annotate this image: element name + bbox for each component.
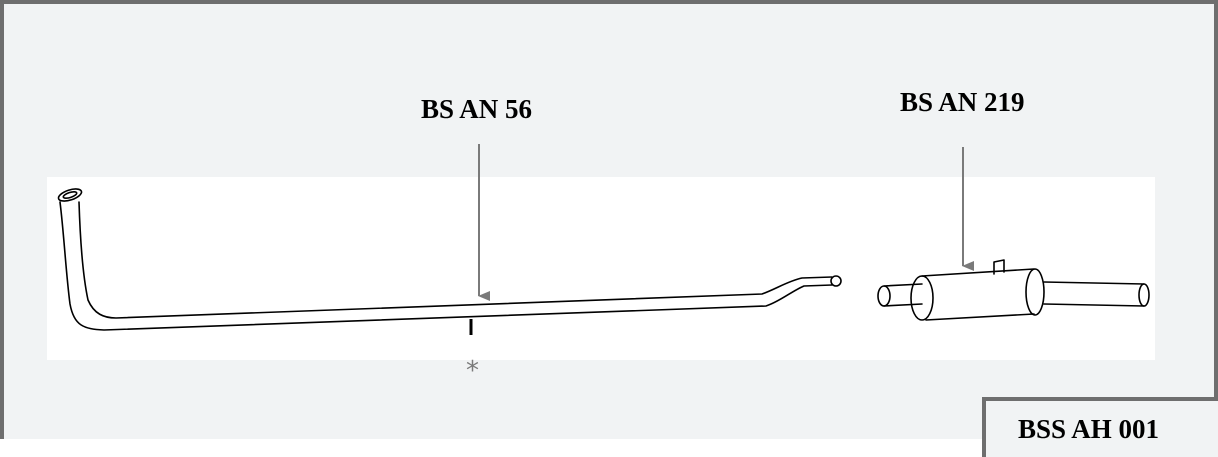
reference-code: BSS AH 001 [1018, 414, 1160, 444]
front-pipe-part [57, 188, 842, 331]
exhaust-system-drawing [57, 144, 1150, 335]
reference-code-box: BSS AH 001 [982, 397, 1218, 457]
part-label-an219: BS AN 219 [900, 87, 1025, 117]
part-label-an56: BS AN 56 [421, 94, 533, 124]
silencer-part [877, 259, 1150, 321]
asterisk-marker: * [466, 356, 479, 386]
